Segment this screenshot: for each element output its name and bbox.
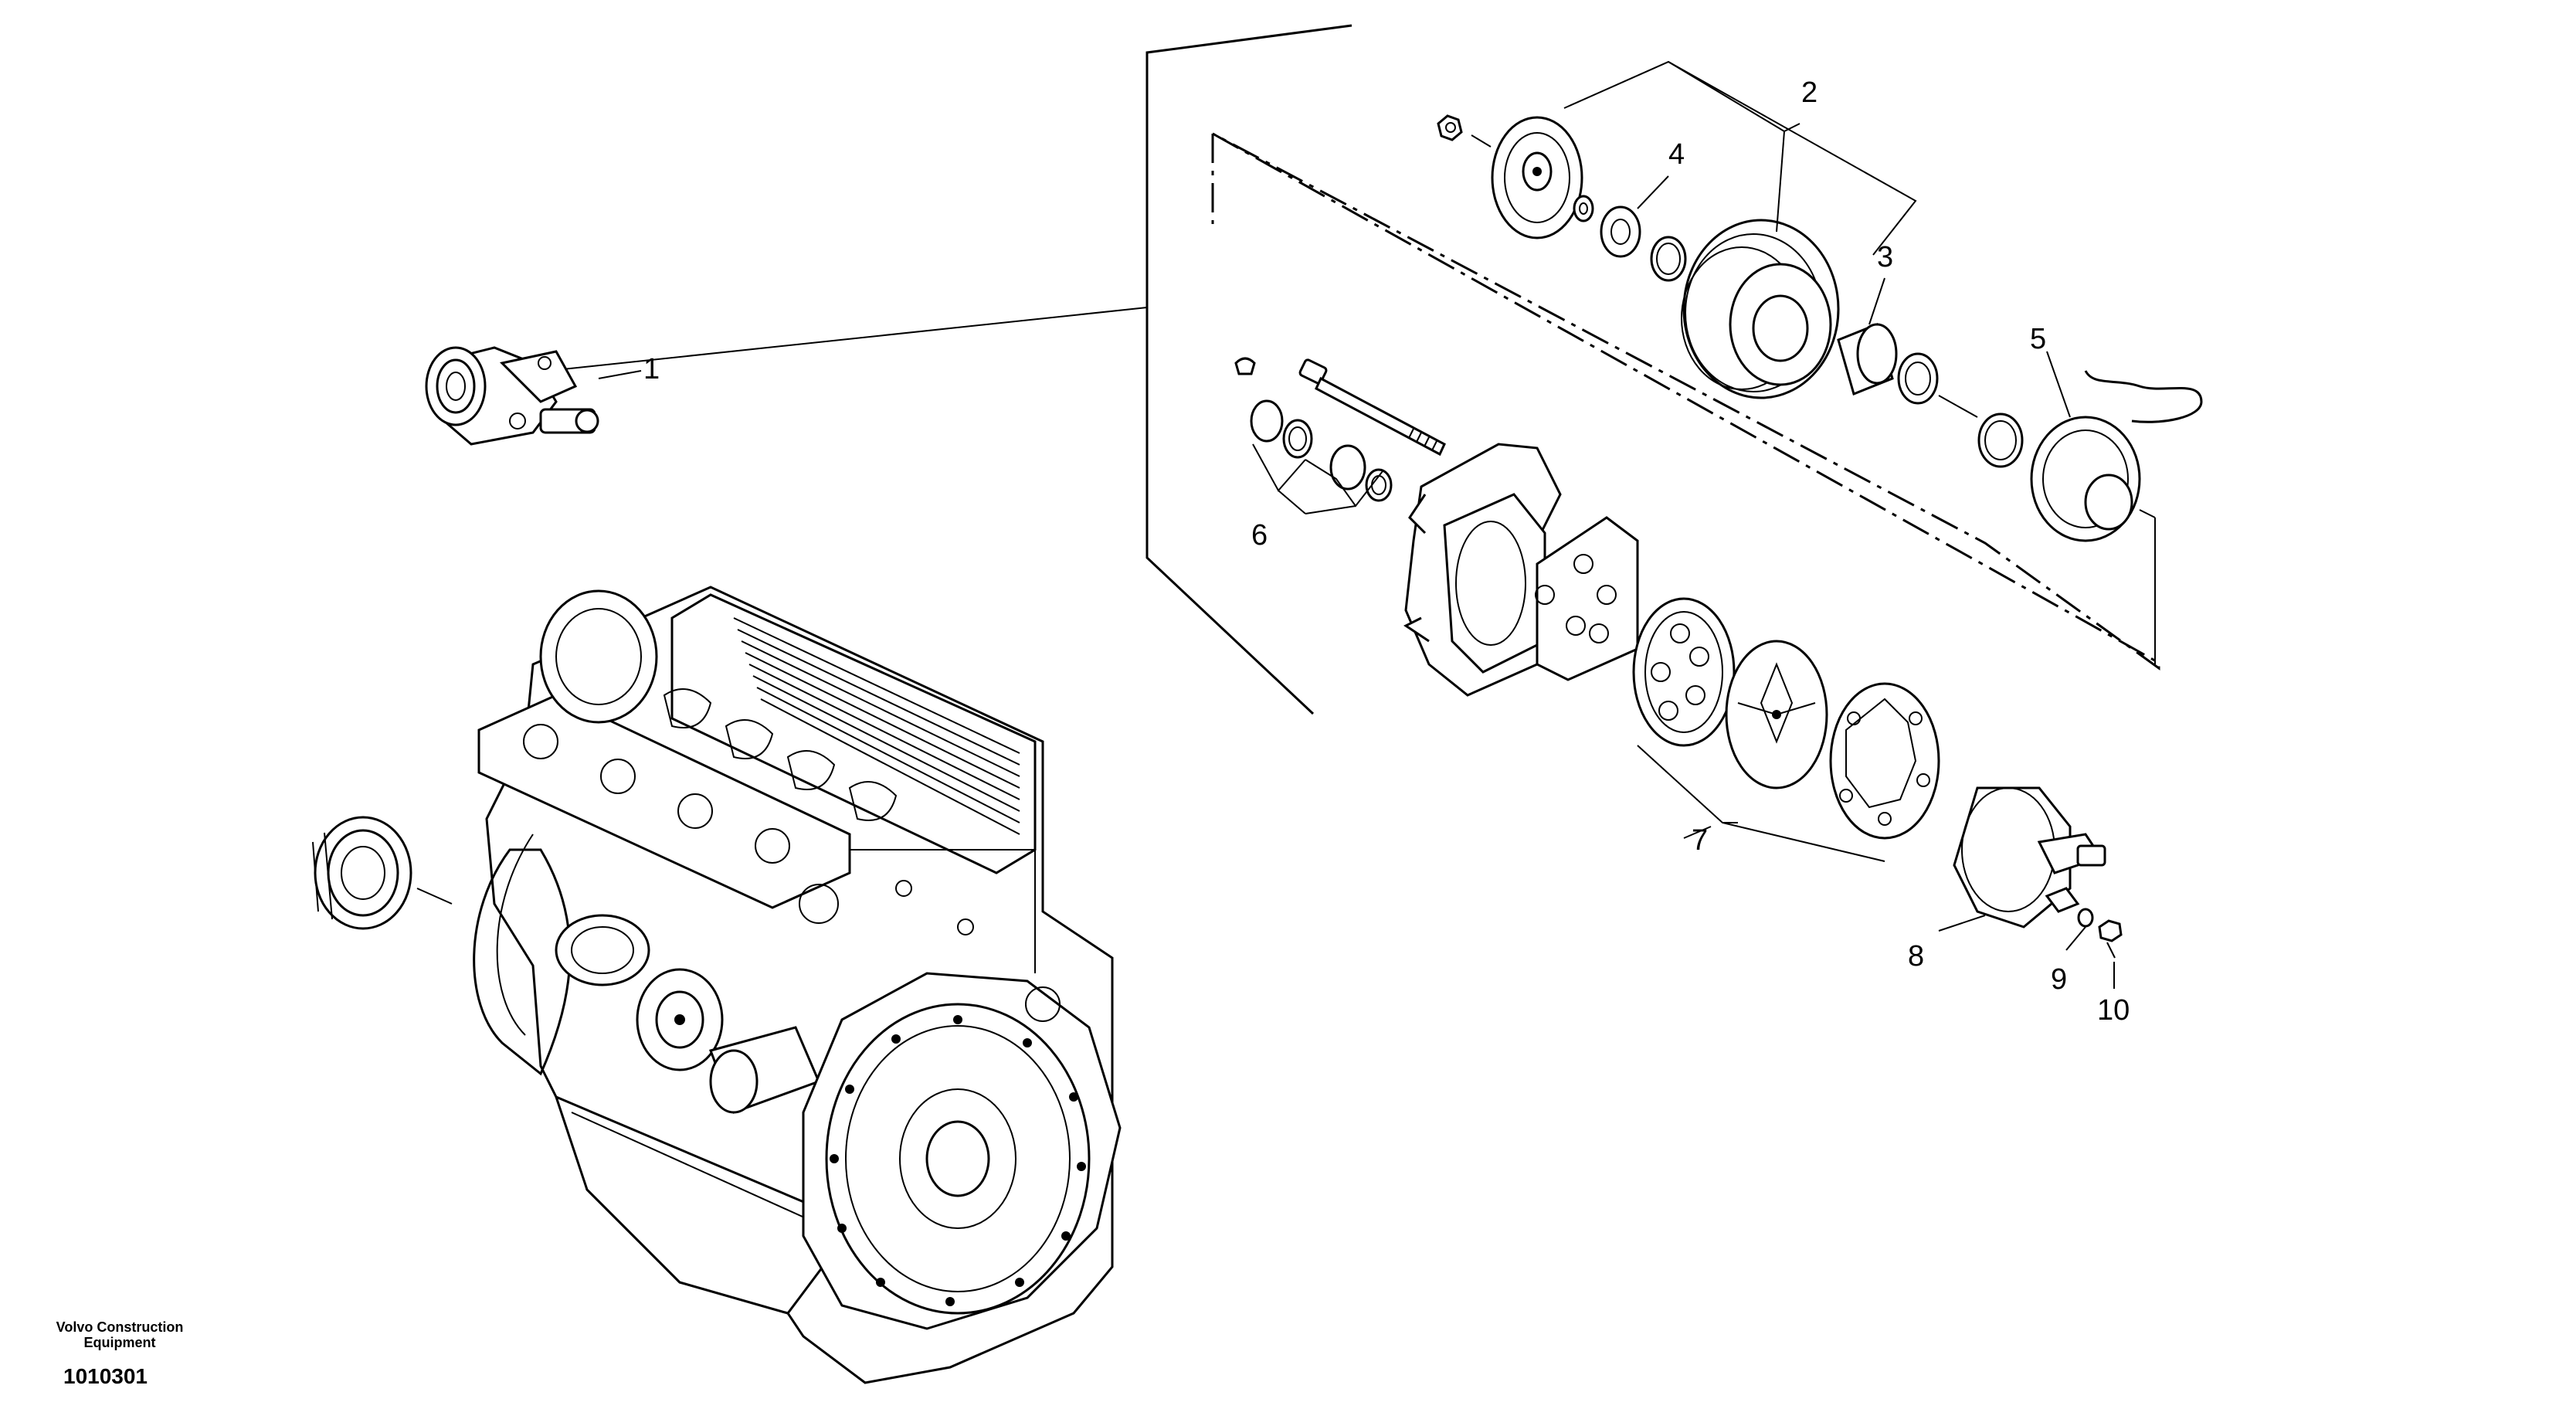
clutch-pulley <box>1681 219 1840 399</box>
callout-1: 1 <box>643 353 660 385</box>
through-bolt <box>1298 358 1446 457</box>
leader-lines <box>1252 60 2115 989</box>
engine-block <box>473 586 1122 1384</box>
compressor-assembly-small <box>425 346 599 446</box>
callout-2: 2 <box>1801 76 1817 109</box>
spacer-and-shim <box>1573 195 1687 282</box>
valve-plate-3 <box>1829 682 1940 840</box>
callout-8: 8 <box>1908 940 1924 973</box>
subassembly-dashdot-box <box>1211 132 2160 671</box>
rear-head-bolt <box>2098 919 2123 959</box>
crank-pulley <box>312 816 412 930</box>
callout-7: 7 <box>1692 824 1708 857</box>
callout-3: 3 <box>1877 241 1893 273</box>
valve-plate-1 <box>1632 597 1736 747</box>
callout-9: 9 <box>2051 963 2067 996</box>
publisher-line-1: Volvo Construction <box>56 1319 184 1335</box>
washer <box>2077 908 2094 928</box>
compressor-rear-head <box>1953 786 2106 929</box>
publisher-label: Volvo Construction Equipment <box>15 1319 224 1350</box>
field-coil <box>2030 370 2203 542</box>
drawing-code: 1010301 <box>63 1364 148 1388</box>
clutch-hub-plate <box>1437 114 1583 239</box>
callout-4: 4 <box>1668 138 1685 171</box>
callout-5: 5 <box>2030 323 2046 355</box>
pulley-bearing <box>1837 322 1939 405</box>
injector-lobes <box>523 688 898 864</box>
callout-10: 10 <box>2097 994 2130 1027</box>
valve-plate-2 <box>1725 640 1828 789</box>
exploded-view-frame <box>548 24 1352 715</box>
compressor-front-housing <box>1403 443 1639 697</box>
publisher-line-2: Equipment <box>83 1335 156 1350</box>
coil-snap-ring <box>1977 413 2024 468</box>
shaft-seal-parts <box>1234 357 1393 502</box>
cam-cover-fins <box>733 617 1020 835</box>
flywheel-bolt-circle <box>830 1015 1086 1306</box>
callout-6: 6 <box>1251 519 1268 552</box>
